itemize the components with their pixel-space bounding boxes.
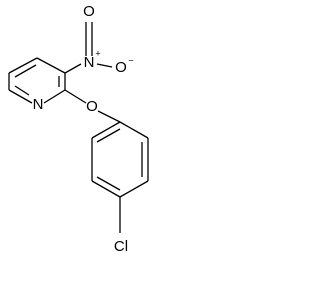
bond-c3-c4 <box>36 57 66 74</box>
bond-n-o-right <box>96 63 113 68</box>
chemical-structure: N + O O − N O Cl <box>8 3 149 255</box>
bond-c4-c5-inner <box>14 64 37 78</box>
bond-c2-o-ether <box>64 89 87 104</box>
bond-c1prime-c2prime <box>119 121 149 139</box>
bond-c6-n1 <box>8 89 33 104</box>
nitro-group: N + O O − <box>64 3 134 76</box>
ether-linkage: O <box>64 89 121 123</box>
ether-oxygen-label: O <box>86 98 98 115</box>
bond-c4prime-c5prime <box>91 180 121 198</box>
bond-c6prime-c1prime-inner <box>96 128 121 143</box>
chloro-substituent: Cl <box>114 197 128 255</box>
chlorine-label: Cl <box>114 238 128 255</box>
pyridine-ring <box>8 57 66 104</box>
nitro-oxygen-top-label: O <box>83 3 95 20</box>
bond-c4prime-c5prime-inner <box>96 176 121 191</box>
bond-c6prime-c1prime <box>91 121 121 139</box>
bond-c3-n-nitro <box>64 63 82 74</box>
bond-c4-c5 <box>8 57 38 74</box>
bond-c6-n1-inner <box>14 85 30 96</box>
nitro-plus-charge: + <box>95 48 100 58</box>
pyridine-nitrogen-label: N <box>33 96 44 113</box>
bond-c3prime-c4prime <box>119 180 149 198</box>
chlorophenyl-ring <box>91 121 149 198</box>
nitro-oxygen-right-label: O <box>115 59 127 76</box>
bond-n1-c2 <box>43 89 66 104</box>
nitro-nitrogen-label: N <box>84 54 95 71</box>
nitro-minus-charge: − <box>128 55 133 65</box>
bond-o-ether-c1prime <box>97 110 121 123</box>
